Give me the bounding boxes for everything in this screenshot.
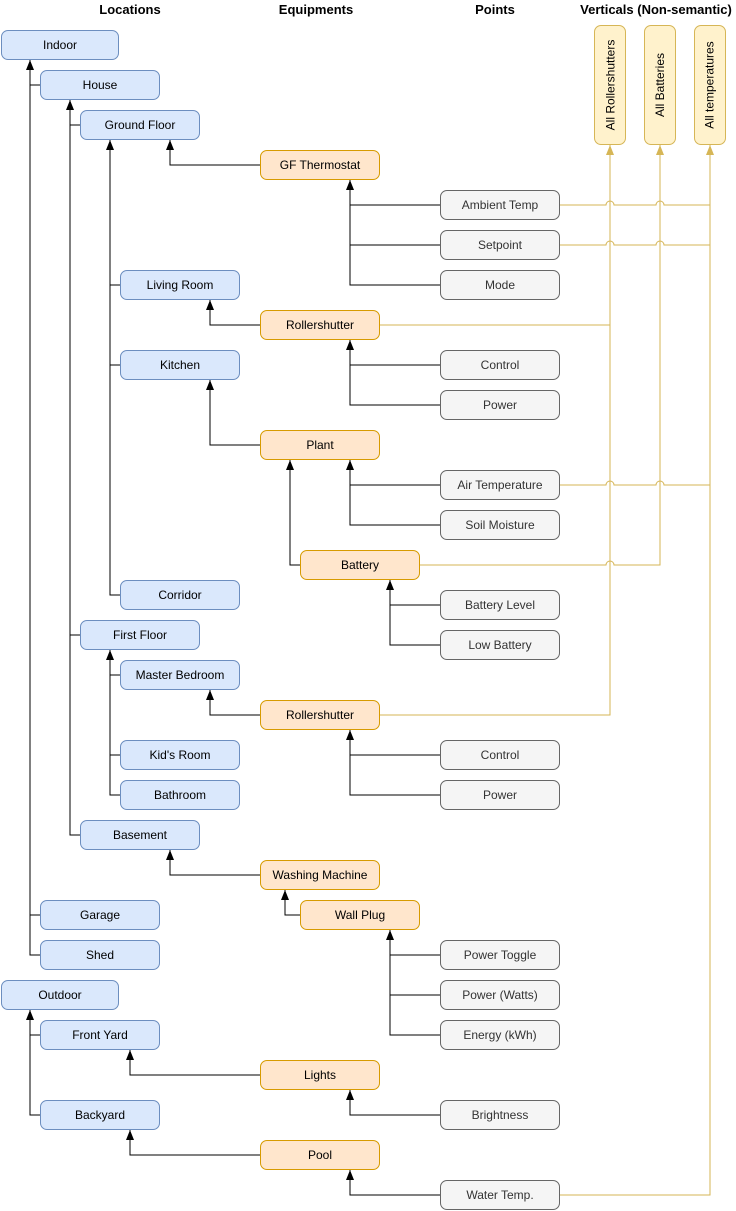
point-node-low-battery: Low Battery (440, 630, 560, 660)
point-node-battery-level: Battery Level (440, 590, 560, 620)
location-node-living-room: Living Room (120, 270, 240, 300)
vertical-node-all-batteries: All Batteries (644, 25, 676, 145)
equipment-node-battery: Battery (300, 550, 420, 580)
column-header-verticals: Verticals (Non-semantic) (580, 2, 732, 17)
location-node-indoor: Indoor (1, 30, 119, 60)
point-node-power-watts: Power (Watts) (440, 980, 560, 1010)
vertical-node-label: All temperatures (703, 41, 717, 129)
point-node-air-temperature: Air Temperature (440, 470, 560, 500)
location-node-bathroom: Bathroom (120, 780, 240, 810)
point-node-water-temp: Water Temp. (440, 1180, 560, 1210)
location-node-corridor: Corridor (120, 580, 240, 610)
equipment-node-wall-plug: Wall Plug (300, 900, 420, 930)
yellow-arrowheads (606, 145, 714, 155)
equipment-node-plant: Plant (260, 430, 380, 460)
point-node-power-toggle: Power Toggle (440, 940, 560, 970)
point-node-control-rollershutter-1: Control (440, 350, 560, 380)
equipment-node-washing-machine: Washing Machine (260, 860, 380, 890)
vertical-edges (380, 145, 711, 1196)
vertical-node-label: All Rollershutters (603, 39, 618, 131)
location-node-basement: Basement (80, 820, 200, 850)
location-node-kids-room: Kid's Room (120, 740, 240, 770)
location-node-kitchen: Kitchen (120, 350, 240, 380)
location-node-backyard: Backyard (40, 1100, 160, 1130)
vertical-node-all-temperatures: All temperatures (694, 25, 726, 145)
point-node-control-rollershutter-2: Control (440, 740, 560, 770)
point-node-brightness: Brightness (440, 1100, 560, 1130)
column-header-points: Points (475, 2, 515, 17)
location-node-house: House (40, 70, 160, 100)
equipment-node-rollershutter-living-room: Rollershutter (260, 310, 380, 340)
equipment-node-gf-thermostat: GF Thermostat (260, 150, 380, 180)
column-header-locations: Locations (99, 2, 161, 17)
location-node-master-bedroom: Master Bedroom (120, 660, 240, 690)
point-node-power-rollershutter-2: Power (440, 780, 560, 810)
location-node-shed: Shed (40, 940, 160, 970)
location-node-outdoor: Outdoor (1, 980, 119, 1010)
point-node-power-rollershutter-1: Power (440, 390, 560, 420)
point-node-mode: Mode (440, 270, 560, 300)
vertical-node-all-rollershutters: All Rollershutters (594, 25, 626, 145)
location-node-garage: Garage (40, 900, 160, 930)
point-node-soil-moisture: Soil Moisture (440, 510, 560, 540)
point-equipment-edges (349, 180, 440, 1196)
point-node-energy-kwh: Energy (kWh) (440, 1020, 560, 1050)
point-node-ambient-temp: Ambient Temp (440, 190, 560, 220)
location-node-ground-floor: Ground Floor (80, 110, 200, 140)
location-hierarchy-edges (29, 60, 120, 1116)
location-node-front-yard: Front Yard (40, 1020, 160, 1050)
point-node-setpoint: Setpoint (440, 230, 560, 260)
vertical-node-label: All Batteries (653, 52, 667, 118)
column-header-equipments: Equipments (278, 2, 354, 17)
equipment-node-lights: Lights (260, 1060, 380, 1090)
equipment-node-rollershutter-master-bedroom: Rollershutter (260, 700, 380, 730)
black-arrowheads (26, 60, 394, 1180)
location-node-first-floor: First Floor (80, 620, 200, 650)
equipment-node-pool: Pool (260, 1140, 380, 1170)
